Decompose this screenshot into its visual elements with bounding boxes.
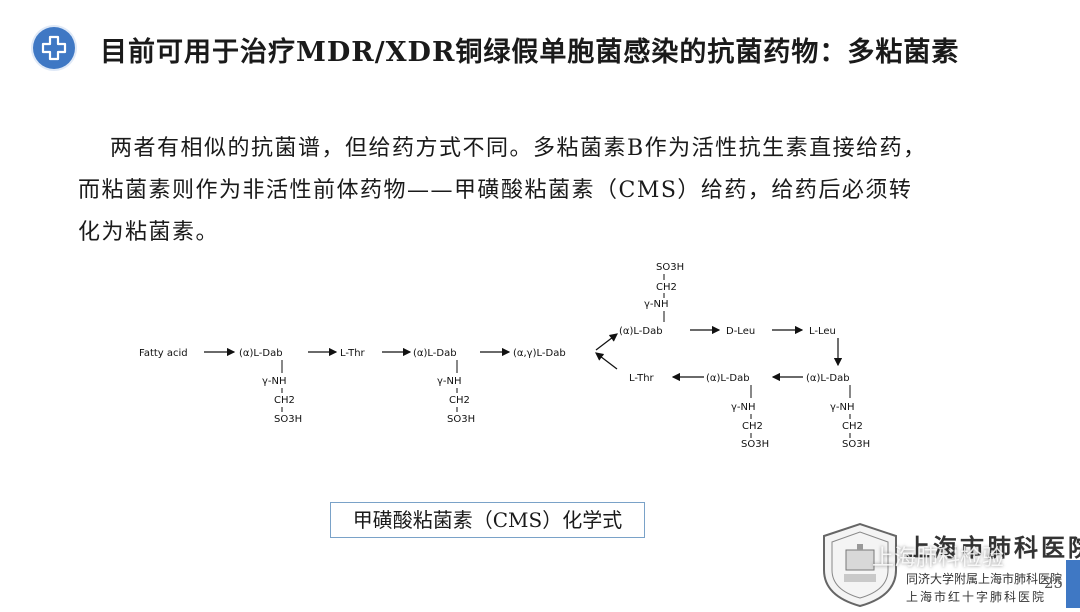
main-residue-2: L-Thr — [340, 348, 366, 359]
methylene-label: CH2 — [656, 282, 677, 293]
ring-bottom-residue-1: L-Thr — [629, 373, 655, 384]
slide-title: 目前可用于治疗MDR/XDR铜绿假单胞菌感染的抗菌药物：多粘菌素 — [100, 37, 960, 68]
ring-top-residue-1: (α)L-Dab — [619, 326, 663, 337]
gamma-nh-label: γ-NH — [830, 402, 855, 413]
gamma-nh-label: γ-NH — [437, 376, 462, 387]
methylene-label: CH2 — [742, 421, 763, 432]
hospital-affiliation: 同济大学附属上海市肺科医院 — [906, 572, 1063, 586]
paragraph-line: 两者有相似的抗菌谱，但给药方式不同。多粘菌素B作为活性抗生素直接给药， — [110, 136, 927, 161]
paragraph-line: 而粘菌素则作为非活性前体药物——甲磺酸粘菌素（CMS）给药，给药后必须转 — [78, 178, 913, 203]
sulfo-group-label: SO3H — [274, 414, 302, 425]
ring-top-residue-3: L-Leu — [809, 326, 836, 337]
hospital-emblem-icon — [823, 522, 897, 608]
diagram-caption: 甲磺酸粘菌素（CMS）化学式 — [330, 502, 645, 538]
methylene-label: CH2 — [274, 395, 295, 406]
side-chain-top: SO3H CH2 γ-NH — [644, 262, 684, 322]
ring-top-residue-2: D-Leu — [726, 326, 755, 337]
hospital-name: 上海市肺科医院 — [906, 533, 1080, 562]
side-chain-3: γ-NH CH2 SO3H — [731, 385, 769, 450]
gamma-nh-label: γ-NH — [731, 402, 756, 413]
hospital-logo: 上海市肺科医院 同济大学附属上海市肺科医院 上海市红十字肺科医院 — [818, 520, 1080, 608]
watermark-text: 上海肺科检验 — [872, 546, 1005, 571]
methylene-label: CH2 — [842, 421, 863, 432]
sulfo-group-label: SO3H — [842, 439, 870, 450]
main-residue-1: (α)L-Dab — [239, 348, 283, 359]
page-number: 25 — [1044, 574, 1064, 592]
side-chain-1: γ-NH CH2 SO3H — [262, 360, 302, 425]
ring-branch-down — [595, 352, 618, 370]
corner-accent-bar — [1066, 560, 1080, 608]
gamma-nh-label: γ-NH — [644, 299, 669, 310]
sulfo-group-label: SO3H — [447, 414, 475, 425]
ring-branch-up — [595, 333, 618, 351]
sulfo-group-label: SO3H — [656, 262, 684, 273]
side-chain-4: γ-NH CH2 SO3H — [830, 385, 870, 450]
hospital-alt-name: 上海市红十字肺科医院 — [906, 590, 1047, 604]
methylene-label: CH2 — [449, 395, 470, 406]
gamma-nh-label: γ-NH — [262, 376, 287, 387]
ring-bottom-residue-2: (α)L-Dab — [706, 373, 750, 384]
cms-structure-diagram: Fatty acid (α)L-Dab L-Thr (α)L-Dab (α,γ)… — [139, 262, 870, 450]
paragraph-line: 化为粘菌素。 — [78, 220, 220, 245]
sulfo-group-label: SO3H — [741, 439, 769, 450]
plus-badge-icon — [33, 27, 75, 69]
side-chain-2: γ-NH CH2 SO3H — [437, 360, 475, 425]
main-residue-4: (α,γ)L-Dab — [513, 348, 566, 359]
main-residue-3: (α)L-Dab — [413, 348, 457, 359]
fatty-acid-label: Fatty acid — [139, 348, 188, 359]
body-paragraph: 两者有相似的抗菌谱，但给药方式不同。多粘菌素B作为活性抗生素直接给药， 而粘菌素… — [78, 128, 1058, 254]
ring-bottom-residue-3: (α)L-Dab — [806, 373, 850, 384]
